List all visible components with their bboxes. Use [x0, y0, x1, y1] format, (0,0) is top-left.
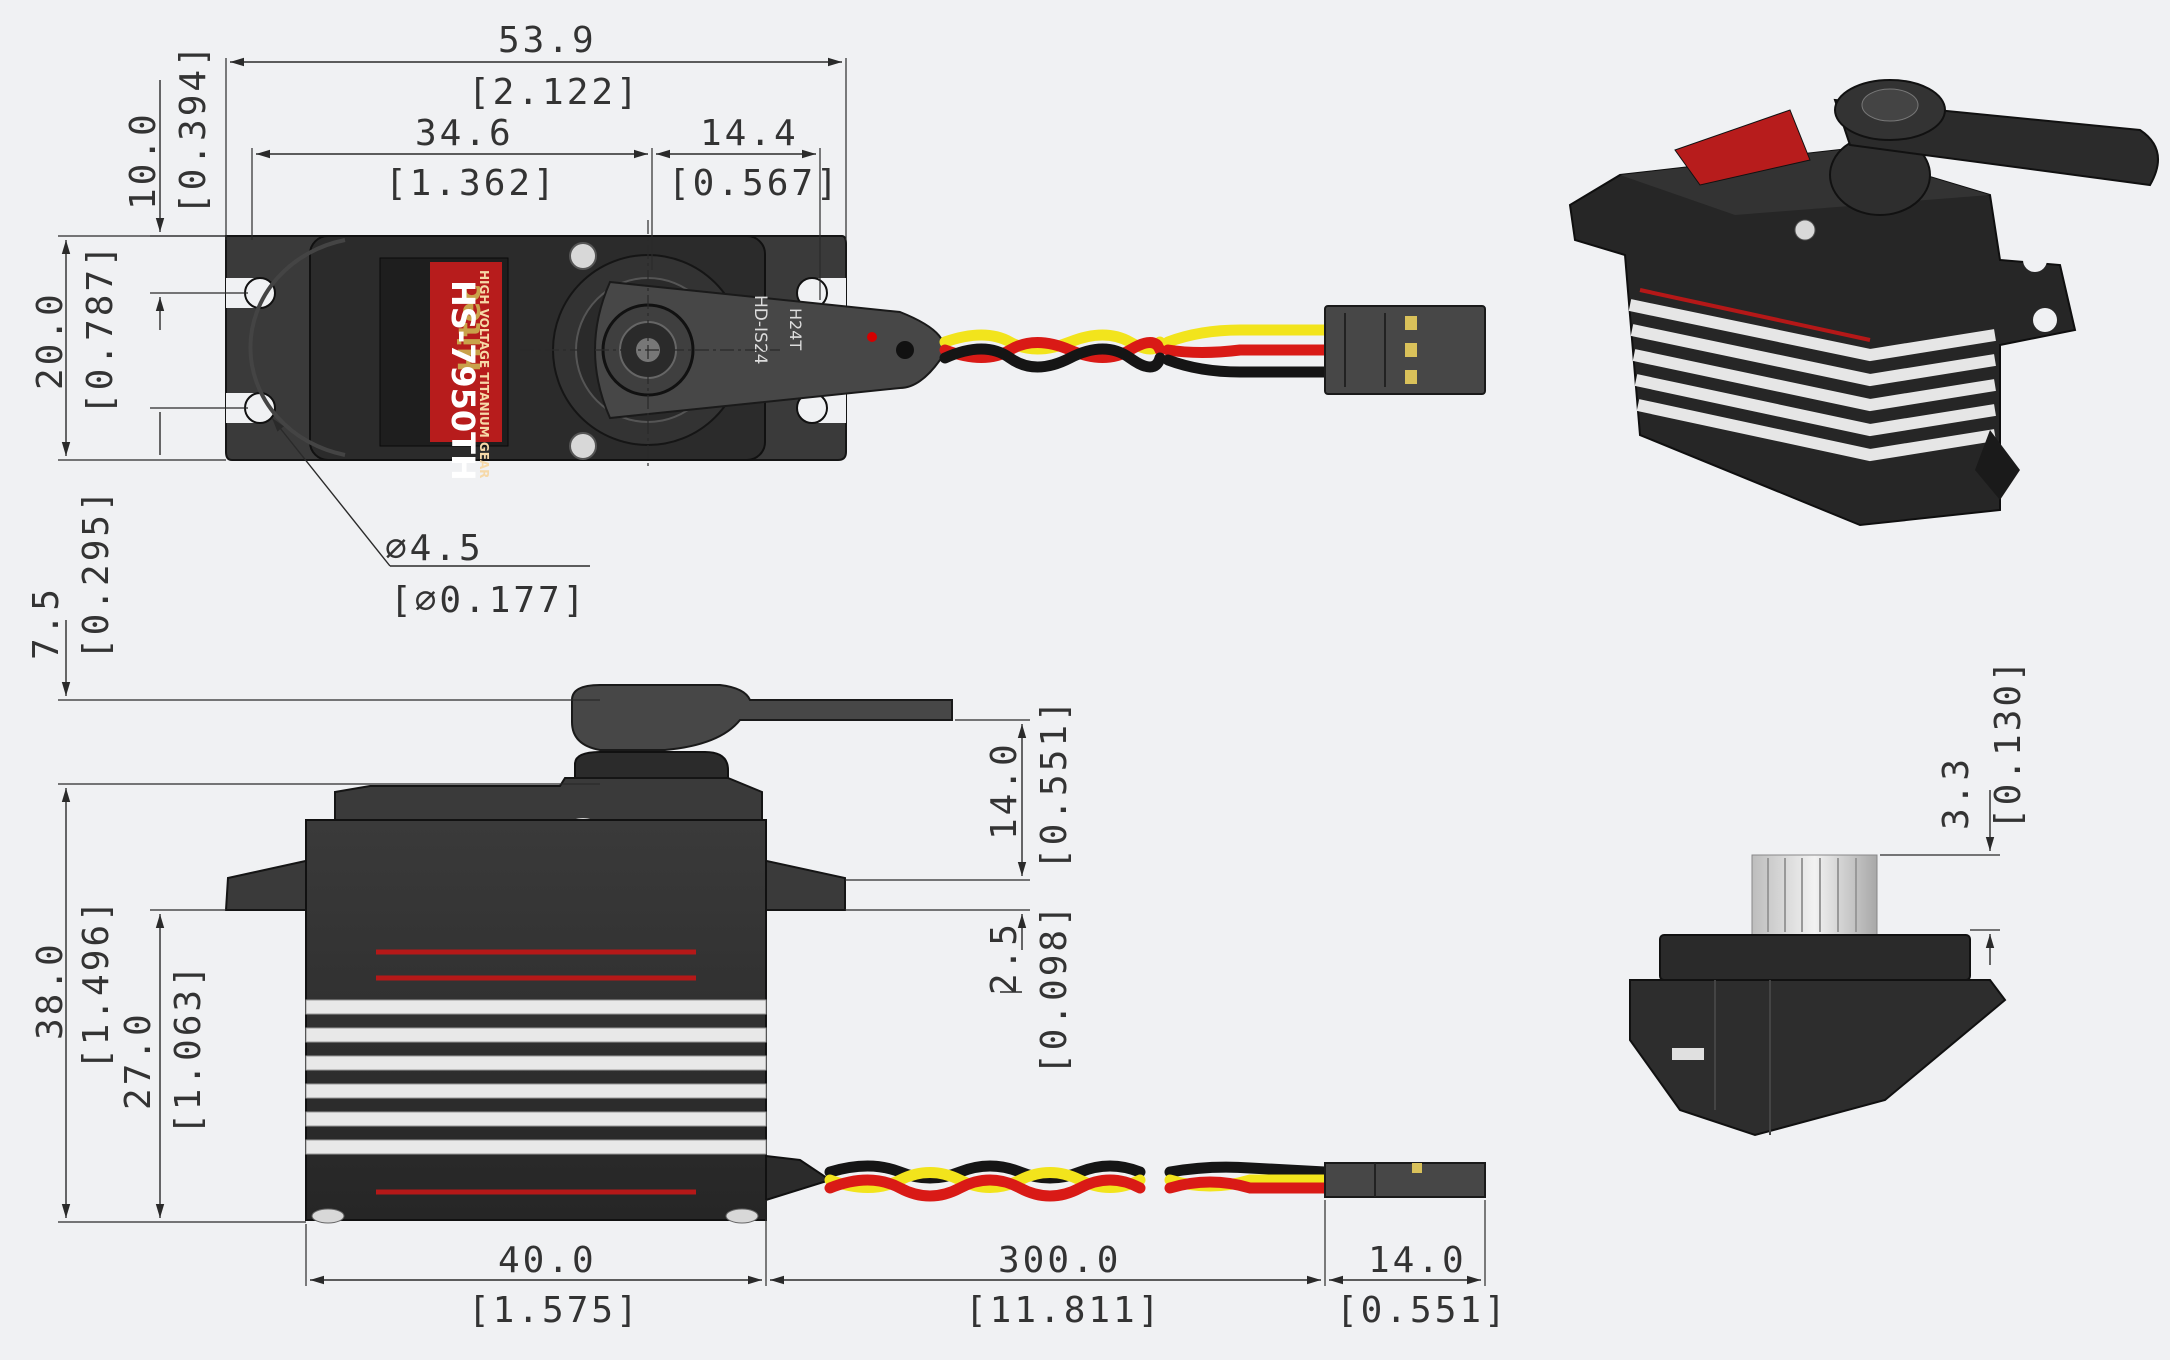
- top-view: Hitec HS-7950TH HIGH VOLTAGE TITANIUM GE…: [225, 220, 1486, 481]
- dim-body-length-in: [1.575]: [468, 1290, 641, 1331]
- dim-flange-height-mm: 27.0: [118, 1011, 159, 1110]
- case-screw-top: [569, 242, 597, 270]
- dim-horn-thickness-mm: 7.5: [26, 586, 67, 660]
- dim-overall-length-in: [2.122]: [468, 72, 641, 113]
- dim-connector-length-mm: 14.0: [1368, 1240, 1467, 1281]
- isometric-view: [1568, 79, 2159, 527]
- servo-label: Hitec HS-7950TH HIGH VOLTAGE TITANIUM GE…: [379, 257, 509, 481]
- iso-heatsink: [1628, 288, 1996, 462]
- side-dimensions: 7.5 [0.295] 38.0 [1.496] 27.0 [1.063] 14…: [26, 487, 1509, 1331]
- wire-lead-side: [824, 1160, 1331, 1202]
- output-spline: [1751, 854, 1878, 936]
- dim-total-height-mm: 38.0: [30, 941, 71, 1040]
- dim-spline-height-mm: 3.3: [1936, 756, 1977, 830]
- dim-lead-length-mm: 300.0: [998, 1240, 1121, 1281]
- heatsink-fins: [305, 999, 767, 1155]
- servo-horn-side: [571, 684, 953, 751]
- servo-horn-top: [594, 280, 946, 420]
- dim-width-in: [0.787]: [80, 242, 121, 415]
- dim-hole-diameter-in: [⌀0.177]: [390, 580, 587, 621]
- dim-body-length-mm: 40.0: [498, 1240, 597, 1281]
- dim-flange-height-in: [1.063]: [168, 962, 209, 1135]
- dim-flange-thickness-mm: 2.5: [984, 921, 1025, 995]
- flange-ear-right: [761, 858, 846, 911]
- horn-text2: H24T: [786, 308, 805, 350]
- dim-spline-height-in: [0.130]: [1988, 657, 2029, 830]
- flange-ear-left: [224, 858, 311, 911]
- connector-side: [1324, 1162, 1486, 1198]
- side-view: [224, 684, 1486, 1224]
- dim-flange-thickness-in: [0.098]: [1034, 902, 1075, 1075]
- case-side: [305, 819, 767, 1221]
- top-dimensions: 53.9 [2.122] 34.6 [1.362] 14.4 [0.567] 1…: [30, 20, 847, 621]
- dim-lead-length-in: [11.811]: [965, 1290, 1162, 1331]
- spline-detail-view: [1629, 854, 2007, 1137]
- dim-case-to-horn-mm: 14.0: [984, 741, 1025, 840]
- label-brand: Hitec: [453, 284, 488, 372]
- dim-overall-length-mm: 53.9: [498, 20, 597, 61]
- dim-flange-edge-mm: 10.0: [123, 111, 164, 210]
- label-model: HS-7950TH: [444, 280, 482, 481]
- horn-text: HD-IS24: [750, 295, 770, 364]
- dim-case-to-horn-in: [0.551]: [1034, 697, 1075, 870]
- spline-dimensions: 3.3 [0.130]: [1880, 657, 2029, 965]
- dim-flange-edge-in: [0.394]: [173, 42, 214, 215]
- dim-hole-diameter-mm: ⌀4.5: [385, 528, 484, 569]
- dim-horn-thickness-in: [0.295]: [76, 487, 117, 660]
- dim-horn-offset-mm: 14.4: [700, 113, 799, 154]
- wire-lead-top: [939, 324, 1331, 378]
- dim-horn-offset-in: [0.567]: [668, 163, 841, 204]
- dim-total-height-in: [1.496]: [76, 897, 117, 1070]
- label-subtitle: HIGH VOLTAGE TITANIUM GEAR: [477, 270, 491, 478]
- dim-hole-spacing-mm: 34.6: [415, 113, 514, 154]
- dim-connector-length-in: [0.551]: [1336, 1290, 1509, 1331]
- case-screw-bottom: [569, 432, 597, 460]
- dim-hole-spacing-in: [1.362]: [385, 163, 558, 204]
- dim-width-mm: 20.0: [30, 291, 71, 390]
